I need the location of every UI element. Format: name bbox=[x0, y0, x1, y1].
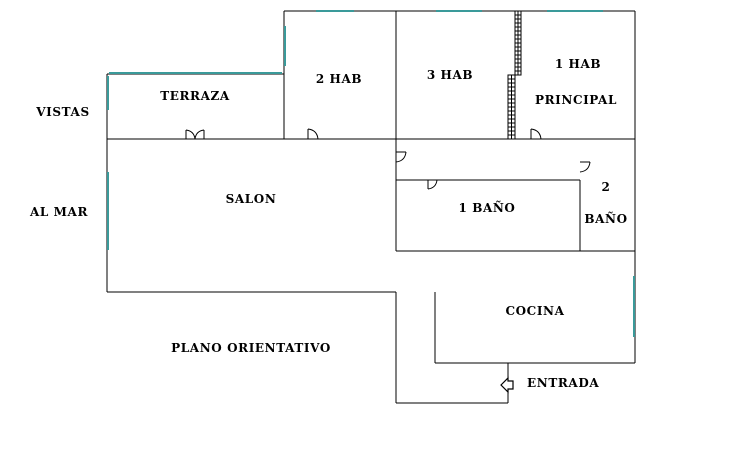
label-plano-orientativo: PLANO ORIENTATIVO bbox=[171, 341, 331, 355]
door-hab1 bbox=[530, 128, 542, 140]
door-terraza bbox=[185, 129, 205, 140]
label-bano2: BAÑO bbox=[584, 211, 627, 226]
label-bano1: 1 BAÑO bbox=[458, 200, 515, 215]
doors bbox=[185, 128, 591, 190]
windows bbox=[107, 10, 635, 337]
room-labels: VISTAS AL MAR TERRAZA 2 HAB 3 HAB 1 HAB … bbox=[29, 57, 627, 390]
door-bano2 bbox=[579, 161, 591, 173]
label-hab3: 3 HAB bbox=[427, 68, 473, 82]
door-hab2 bbox=[307, 128, 319, 140]
label-al-mar: AL MAR bbox=[29, 205, 89, 219]
label-hab1: 1 HAB bbox=[555, 57, 601, 71]
door-hab3 bbox=[395, 151, 407, 163]
label-hab2: 2 HAB bbox=[316, 72, 362, 86]
label-bano2-number: 2 bbox=[602, 180, 611, 194]
label-vistas: VISTAS bbox=[35, 105, 89, 119]
closet-wall bbox=[507, 10, 522, 140]
closet-hatching bbox=[508, 11, 521, 139]
label-cocina: COCINA bbox=[505, 304, 564, 318]
label-principal: PRINCIPAL bbox=[535, 93, 617, 107]
label-entrada: ENTRADA bbox=[527, 376, 599, 390]
entrance-arrow-icon bbox=[500, 376, 514, 394]
door-bano1 bbox=[427, 179, 438, 190]
label-salon: SALON bbox=[226, 192, 277, 206]
label-terraza: TERRAZA bbox=[160, 89, 230, 103]
